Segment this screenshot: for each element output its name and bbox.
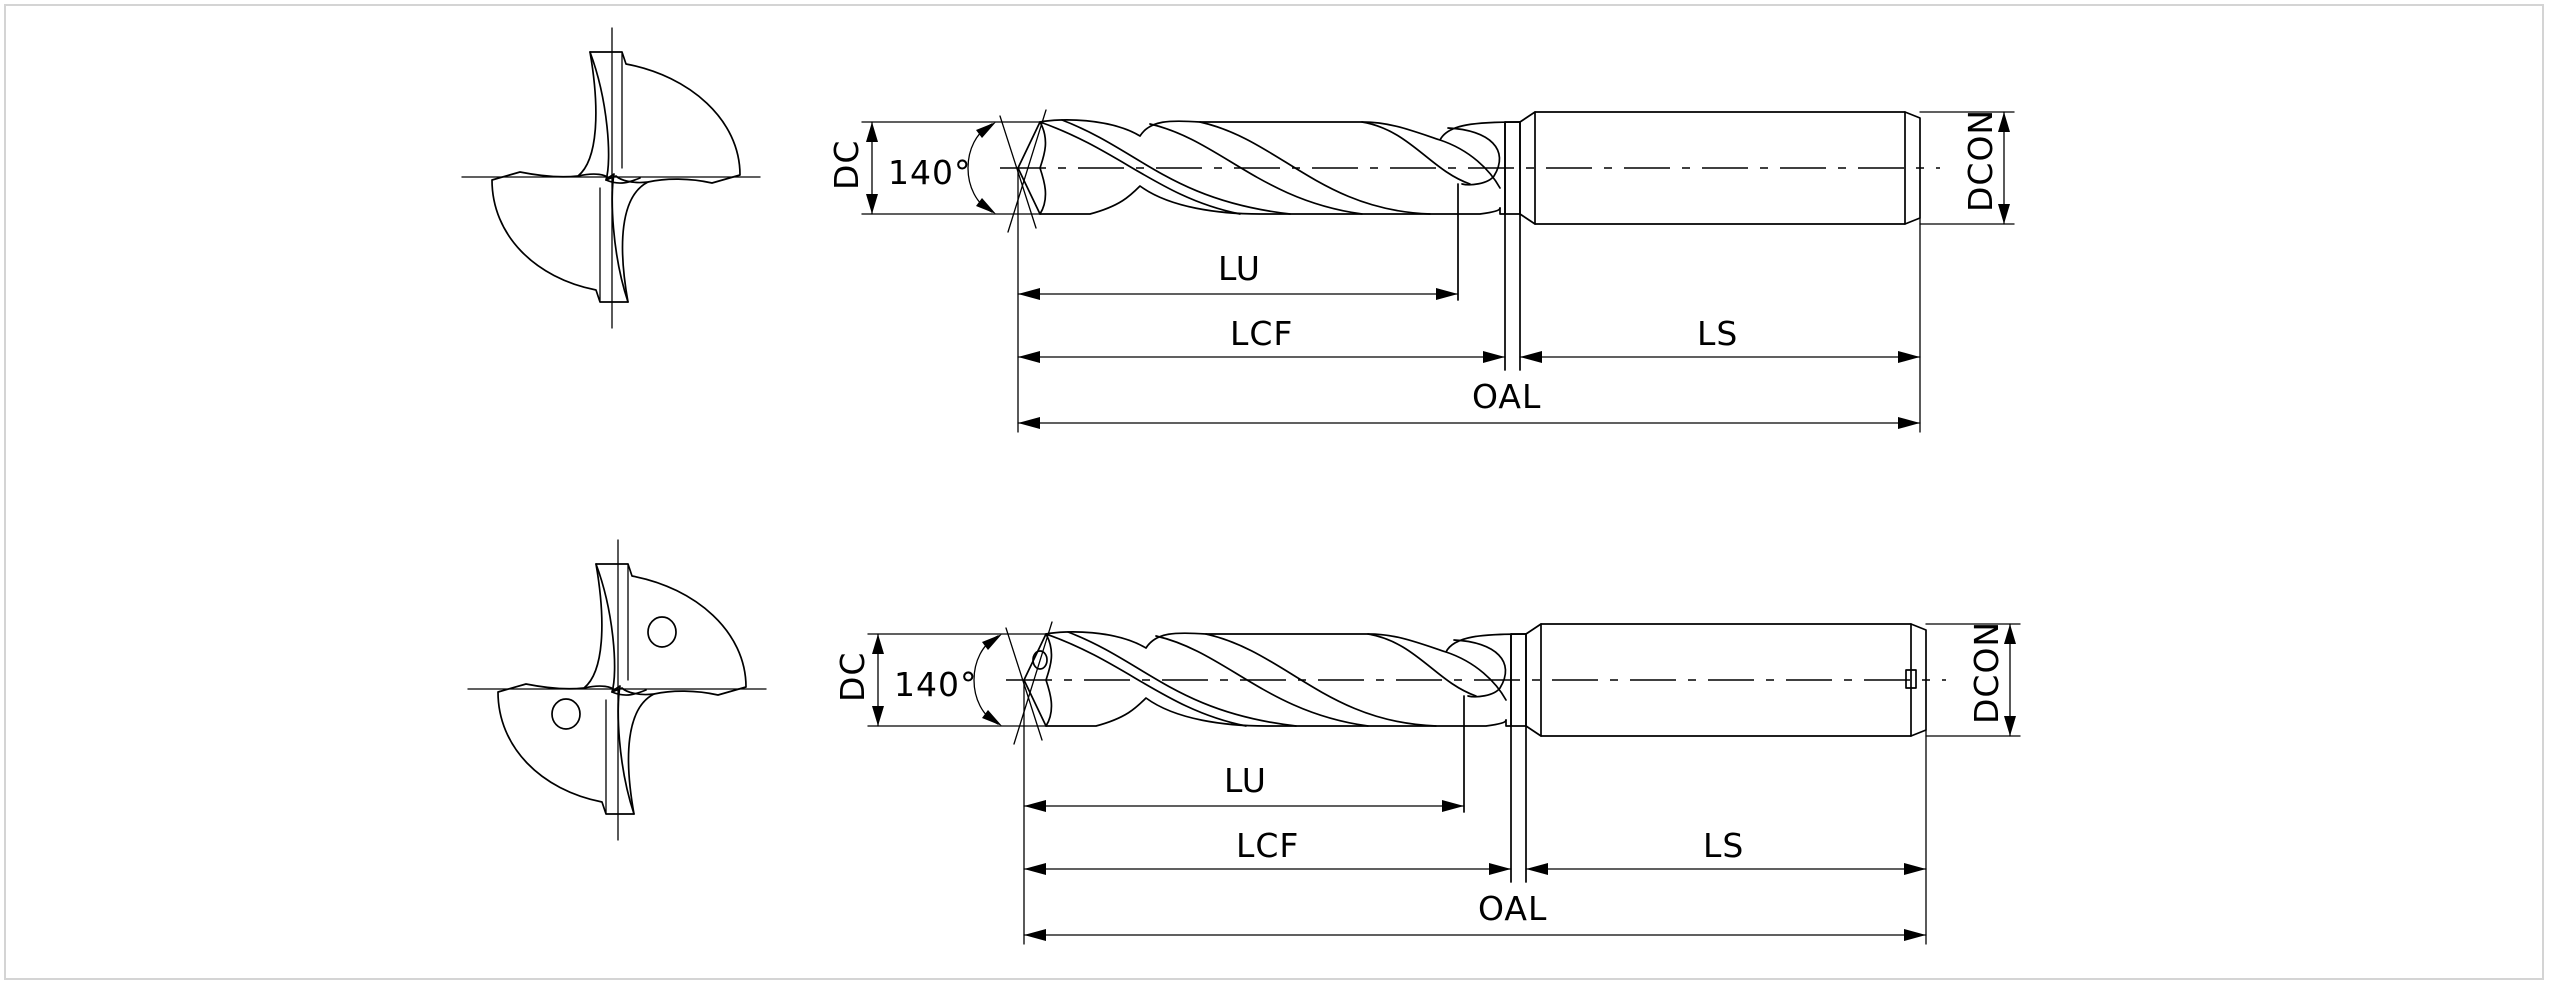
lu-label: LU bbox=[1218, 249, 1261, 288]
coolant-inlet-icon bbox=[1905, 669, 1917, 689]
oal-label: OAL bbox=[1472, 377, 1541, 416]
drill-view-bottom: DC 140° LU LCF LS OAL DCON bbox=[467, 539, 2021, 945]
dcon-label: DCON bbox=[1961, 109, 2000, 212]
drill-view-top: DC 140° LU LCF LS OAL DCON bbox=[461, 27, 2015, 433]
lcf-label: LCF bbox=[1230, 314, 1293, 353]
ls-label: LS bbox=[1697, 314, 1738, 353]
angle-label: 140° bbox=[894, 665, 978, 704]
dcon-label: DCON bbox=[1967, 621, 2006, 724]
coolant-hole-icon bbox=[647, 616, 677, 648]
dc-label: DC bbox=[827, 140, 866, 190]
coolant-hole-icon bbox=[551, 698, 581, 730]
angle-label: 140° bbox=[888, 153, 972, 192]
coolant-outlet-icon bbox=[1032, 650, 1048, 670]
ls-label: LS bbox=[1703, 826, 1744, 865]
drawing-frame bbox=[4, 4, 2544, 980]
lcf-label: LCF bbox=[1236, 826, 1299, 865]
lu-label: LU bbox=[1224, 761, 1267, 800]
oal-label: OAL bbox=[1478, 889, 1547, 928]
dc-label: DC bbox=[833, 652, 872, 702]
